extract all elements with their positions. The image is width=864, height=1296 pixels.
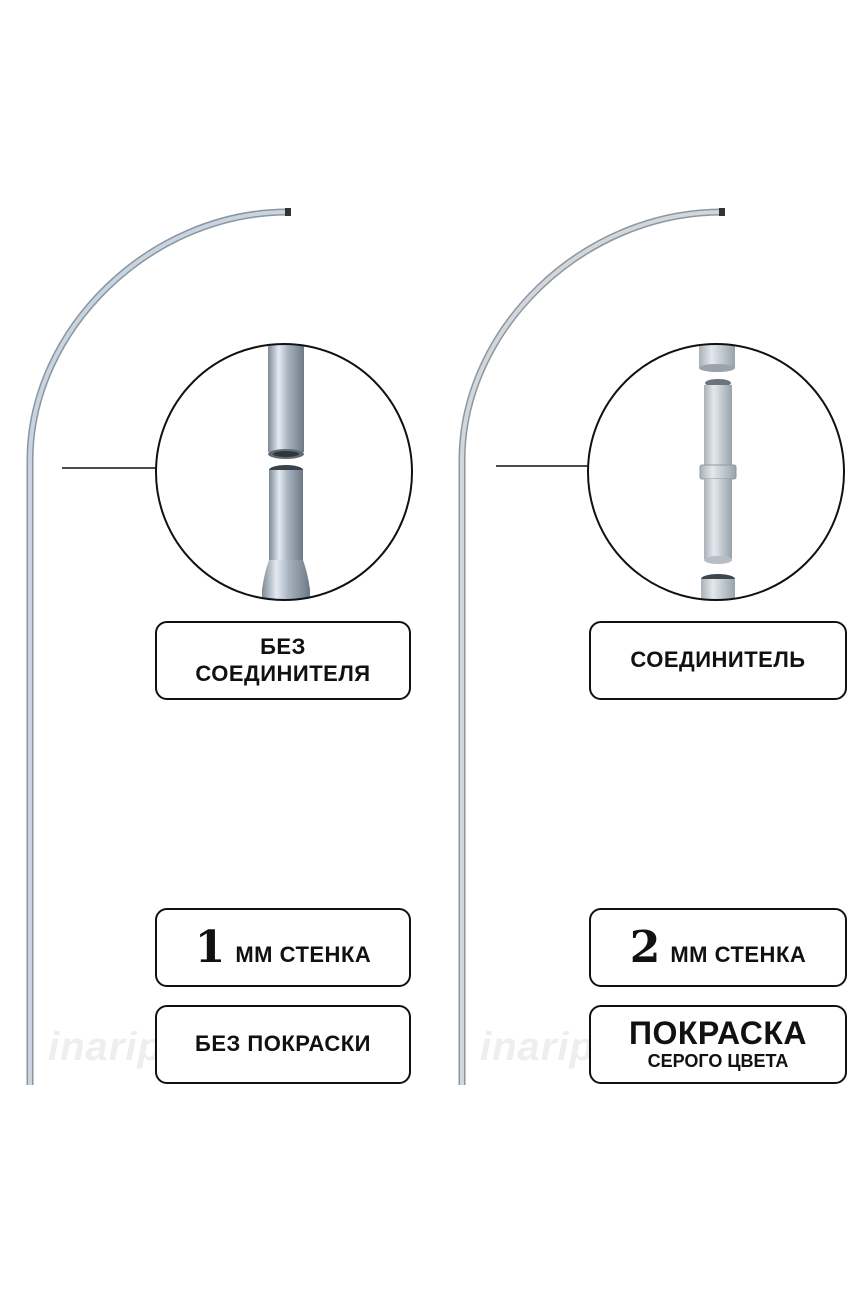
- left-connector-line-1: БЕЗ: [260, 634, 306, 660]
- right-paint-label: ПОКРАСКА СЕРОГО ЦВЕТА: [589, 1005, 847, 1084]
- right-detail-magnifier: [588, 344, 844, 600]
- right-wall-thickness-value: 2: [629, 921, 661, 973]
- left-paint-text: БЕЗ ПОКРАСКИ: [195, 1031, 371, 1057]
- left-connector-line-2: СОЕДИНИТЕЛЯ: [195, 660, 371, 686]
- left-flag-pole: [26, 208, 291, 1085]
- left-detail-magnifier: [156, 344, 412, 600]
- left-paint-label: БЕЗ ПОКРАСКИ: [155, 1005, 411, 1084]
- left-wall-thickness-label: 1 ММ СТЕНКА: [155, 908, 411, 987]
- right-connector-label: СОЕДИНИТЕЛЬ: [589, 621, 847, 700]
- right-magnifier-ring: [587, 343, 845, 601]
- right-wall-thickness-unit: ММ СТЕНКА: [670, 941, 807, 967]
- right-pole-tip: [719, 208, 725, 216]
- left-wall-thickness-value: 1: [194, 921, 226, 973]
- connector-ring: [699, 464, 737, 480]
- right-flag-pole: [458, 208, 725, 1085]
- left-connector-label: БЕЗ СОЕДИНИТЕЛЯ: [155, 621, 411, 700]
- right-connector-text: СОЕДИНИТЕЛЬ: [630, 647, 806, 673]
- left-magnifier-ring: [155, 343, 413, 601]
- left-wall-thickness-unit: ММ СТЕНКА: [235, 941, 372, 967]
- right-paint-main: ПОКРАСКА: [628, 1014, 807, 1051]
- right-wall-thickness-label: 2 ММ СТЕНКА: [589, 908, 847, 987]
- right-paint-sub: СЕРОГО ЦВЕТА: [647, 1050, 789, 1071]
- left-pole-tip: [285, 208, 291, 216]
- connector-upper-body: [704, 385, 732, 467]
- connector-lower-body: [704, 479, 732, 559]
